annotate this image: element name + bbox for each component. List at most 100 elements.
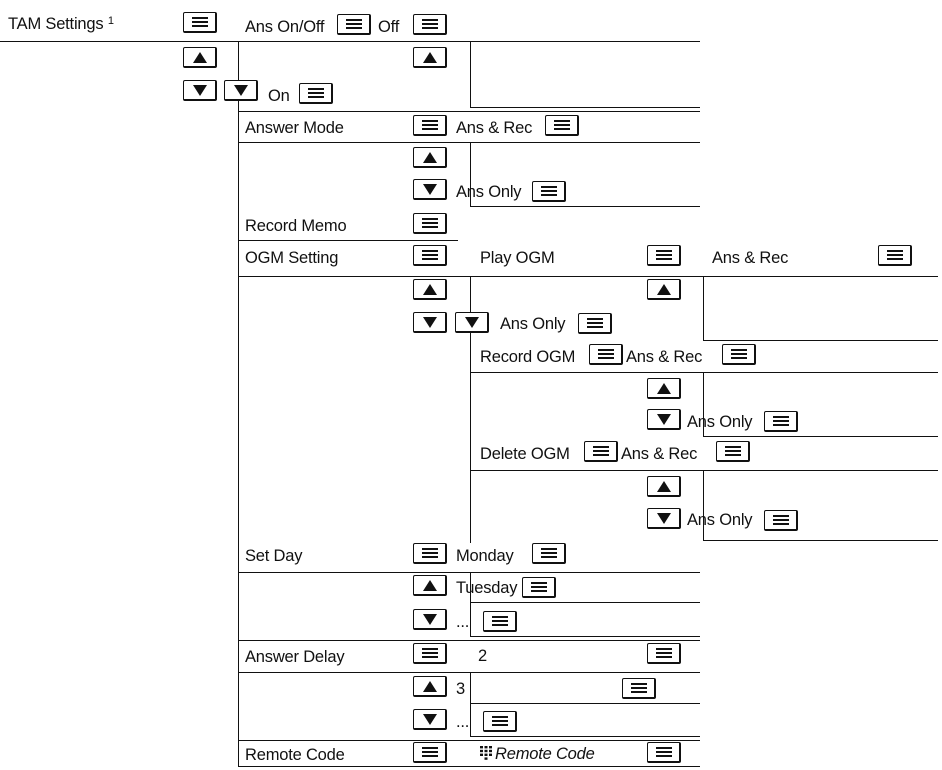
rule xyxy=(470,41,471,107)
ans-onoff-label: Ans On/Off xyxy=(245,18,325,36)
menu-lines-icon xyxy=(655,747,672,757)
rule xyxy=(238,240,458,241)
menu-key[interactable] xyxy=(413,213,447,234)
menu-key[interactable] xyxy=(413,115,447,136)
menu-key[interactable] xyxy=(483,611,517,632)
menu-lines-icon xyxy=(772,515,789,525)
rule xyxy=(238,276,938,277)
up-key[interactable] xyxy=(647,476,681,497)
menu-lines-icon xyxy=(421,19,438,29)
down-key[interactable] xyxy=(647,508,681,529)
rule xyxy=(470,736,700,737)
menu-lines-icon xyxy=(630,683,647,693)
rule xyxy=(470,672,471,736)
triangle-up-icon xyxy=(656,480,671,492)
rule xyxy=(0,41,700,42)
menu-lines-icon xyxy=(191,17,208,27)
menu-key[interactable] xyxy=(622,678,656,699)
remote-code-label: Remote Code xyxy=(245,746,345,764)
menu-key[interactable] xyxy=(764,411,798,432)
ans-rec-label: Ans & Rec xyxy=(712,249,789,267)
triangle-down-icon xyxy=(422,316,437,328)
menu-lines-icon xyxy=(724,446,741,456)
rule xyxy=(703,276,704,340)
triangle-up-icon xyxy=(422,151,437,163)
triangle-down-icon xyxy=(656,413,671,425)
rule xyxy=(470,372,938,373)
up-key[interactable] xyxy=(647,279,681,300)
menu-key[interactable] xyxy=(584,441,618,462)
rule xyxy=(238,640,700,641)
up-key[interactable] xyxy=(183,47,217,68)
menu-key[interactable] xyxy=(578,313,612,334)
down-key[interactable] xyxy=(647,409,681,430)
delete-ogm-label: Delete OGM xyxy=(480,445,570,463)
up-key[interactable] xyxy=(647,378,681,399)
menu-key[interactable] xyxy=(647,643,681,664)
menu-key[interactable] xyxy=(722,344,756,365)
menu-key[interactable] xyxy=(299,83,333,104)
menu-key[interactable] xyxy=(413,245,447,266)
menu-lines-icon xyxy=(530,582,547,592)
up-key[interactable] xyxy=(413,575,447,596)
up-key[interactable] xyxy=(413,676,447,697)
down-key[interactable] xyxy=(413,179,447,200)
rule xyxy=(238,111,700,112)
menu-key[interactable] xyxy=(764,510,798,531)
triangle-down-icon xyxy=(422,183,437,195)
ellipsis-label: ... xyxy=(456,613,470,631)
up-key[interactable] xyxy=(413,47,447,68)
menu-lines-icon xyxy=(540,548,557,558)
menu-key[interactable] xyxy=(545,115,579,136)
down-key[interactable] xyxy=(413,709,447,730)
delay-3-label: 3 xyxy=(456,680,465,698)
on-label: On xyxy=(268,87,290,105)
menu-key[interactable] xyxy=(532,543,566,564)
monday-label: Monday xyxy=(456,547,514,565)
triangle-down-icon xyxy=(422,713,437,725)
menu-key[interactable] xyxy=(878,245,912,266)
menu-lines-icon xyxy=(540,186,557,196)
down-key[interactable] xyxy=(224,80,258,101)
menu-key[interactable] xyxy=(716,441,750,462)
menu-key[interactable] xyxy=(532,181,566,202)
triangle-up-icon xyxy=(422,680,437,692)
down-key[interactable] xyxy=(413,312,447,333)
remote-code-value: Remote Code xyxy=(480,744,595,764)
menu-lines-icon xyxy=(421,120,438,130)
play-ogm-label: Play OGM xyxy=(480,249,555,267)
rule xyxy=(238,572,700,573)
ogm-setting-label: OGM Setting xyxy=(245,249,339,267)
menu-lines-icon xyxy=(655,648,672,658)
down-key[interactable] xyxy=(183,80,217,101)
answer-mode-label: Answer Mode xyxy=(245,119,344,137)
down-key[interactable] xyxy=(413,609,447,630)
up-key[interactable] xyxy=(413,147,447,168)
menu-lines-icon xyxy=(597,349,614,359)
menu-key[interactable] xyxy=(522,577,556,598)
menu-key[interactable] xyxy=(483,711,517,732)
menu-key[interactable] xyxy=(647,245,681,266)
triangle-up-icon xyxy=(656,283,671,295)
triangle-up-icon xyxy=(422,283,437,295)
menu-key[interactable] xyxy=(413,543,447,564)
menu-lines-icon xyxy=(491,716,508,726)
menu-lines-icon xyxy=(421,218,438,228)
ans-only-label: Ans Only xyxy=(687,413,753,431)
menu-key[interactable] xyxy=(413,643,447,664)
up-key[interactable] xyxy=(413,279,447,300)
menu-key[interactable] xyxy=(589,344,623,365)
ans-rec-label: Ans & Rec xyxy=(626,348,703,366)
menu-key[interactable] xyxy=(337,14,371,35)
menu-key[interactable] xyxy=(647,742,681,763)
triangle-down-icon xyxy=(192,84,207,96)
rule xyxy=(470,602,700,603)
triangle-up-icon xyxy=(422,579,437,591)
menu-key[interactable] xyxy=(183,12,217,33)
down-key[interactable] xyxy=(455,312,489,333)
menu-key[interactable] xyxy=(413,14,447,35)
rule xyxy=(238,766,700,767)
menu-key[interactable] xyxy=(413,742,447,763)
rule xyxy=(238,41,239,766)
ellipsis-label: ... xyxy=(456,713,470,731)
